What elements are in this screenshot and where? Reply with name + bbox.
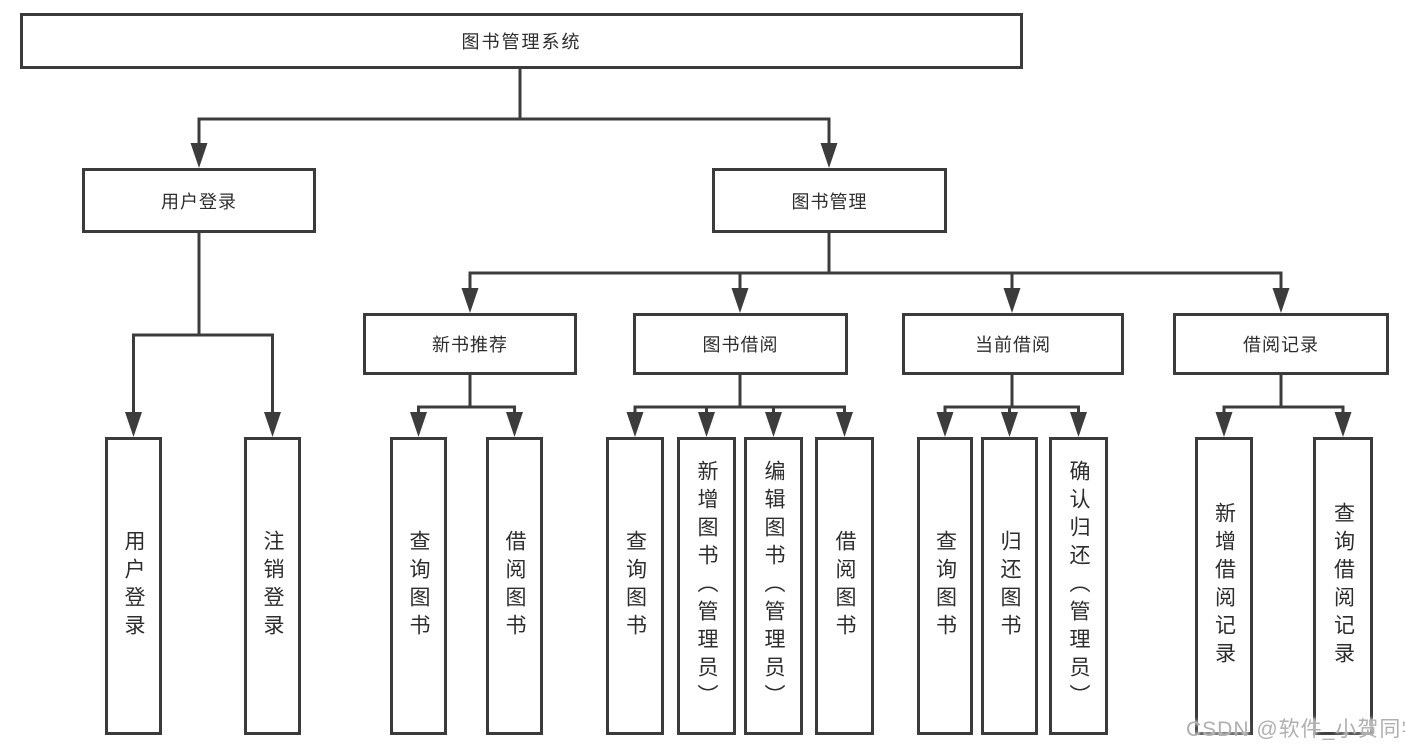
leaf-current-query-books-label: 查询图书: [933, 530, 957, 642]
leaf-borrow-books-label: 借阅图书: [833, 530, 856, 642]
node-user-login-label: 用户登录: [161, 191, 237, 212]
leaf-borrow-query-books-label: 查询图书: [623, 530, 647, 642]
connector-book-mgmt-to-level3: [461, 233, 1290, 313]
leaf-edit-books-admin-label: 编辑图书（管理员）: [762, 460, 785, 712]
leaf-borrow-query-books: 查询图书: [606, 437, 664, 735]
leaf-confirm-return-admin-label: 确认归还（管理员）: [1067, 460, 1090, 712]
node-book-borrow: 图书借阅: [633, 313, 848, 375]
leaf-user-login-label: 用户登录: [122, 530, 145, 642]
node-borrow-records: 借阅记录: [1173, 313, 1389, 375]
node-borrow-records-label: 借阅记录: [1243, 335, 1319, 355]
leaf-new-books-borrow: 借阅图书: [486, 437, 543, 735]
node-book-management: 图书管理: [712, 168, 947, 233]
node-current-borrow: 当前借阅: [902, 313, 1124, 375]
leaf-confirm-return-admin: 确认归还（管理员）: [1049, 437, 1108, 735]
leaf-new-books-query-label: 查询图书: [407, 530, 430, 642]
leaf-borrow-books: 借阅图书: [815, 437, 874, 735]
connector-borrow-records-to-leaves: [1215, 375, 1352, 437]
leaf-query-borrow-record-label: 查询借阅记录: [1331, 502, 1355, 670]
connector-current-borrow-to-leaves: [936, 375, 1087, 437]
connector-user-login-to-leaves: [125, 233, 281, 437]
leaf-user-login: 用户登录: [105, 437, 162, 735]
leaf-edit-books-admin: 编辑图书（管理员）: [744, 437, 803, 735]
connector-root-to-level2: [190, 69, 838, 168]
node-root-system: 图书管理系统: [20, 13, 1023, 69]
leaf-return-books: 归还图书: [981, 437, 1038, 735]
leaf-current-query-books: 查询图书: [917, 437, 973, 735]
connector-new-books-to-leaves: [410, 375, 523, 437]
leaf-add-borrow-record-label: 新增借阅记录: [1212, 502, 1236, 670]
node-user-login: 用户登录: [82, 168, 316, 233]
leaf-add-borrow-record: 新增借阅记录: [1195, 437, 1253, 735]
node-current-borrow-label: 当前借阅: [975, 335, 1051, 355]
leaf-query-borrow-record: 查询借阅记录: [1313, 437, 1373, 735]
leaf-return-books-label: 归还图书: [998, 530, 1021, 642]
node-new-book-recommend: 新书推荐: [363, 313, 577, 375]
leaf-add-books-admin: 新增图书（管理员）: [677, 437, 736, 735]
leaf-new-books-borrow-label: 借阅图书: [503, 530, 526, 642]
leaf-logout-label: 注销登录: [261, 530, 284, 642]
leaf-logout: 注销登录: [244, 437, 301, 735]
leaf-new-books-query: 查询图书: [390, 437, 447, 735]
leaf-add-books-admin-label: 新增图书（管理员）: [695, 460, 718, 712]
csdn-watermark: CSDN @软件_小贺同学: [1186, 718, 1405, 741]
node-root-system-label: 图书管理系统: [461, 32, 582, 52]
node-book-management-label: 图书管理: [791, 191, 868, 212]
node-book-borrow-label: 图书借阅: [702, 335, 779, 355]
connector-book-borrow-to-leaves: [626, 375, 853, 437]
node-new-book-recommend-label: 新书推荐: [432, 335, 508, 355]
